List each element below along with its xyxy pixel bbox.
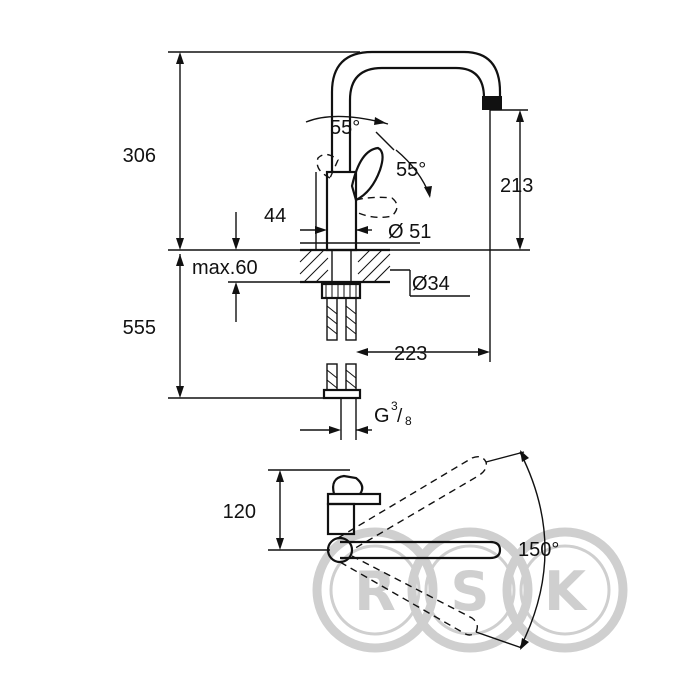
thread-denominator: 8 [405, 414, 412, 428]
dim-angle-left-55: 55° [330, 117, 360, 139]
watermark-letter-s: S [451, 560, 490, 623]
dim-top-width-120: 120 [223, 501, 256, 523]
thread-letter: G [374, 405, 390, 427]
faucet-top-view [268, 450, 546, 650]
watermark-letter-k: K [544, 560, 588, 623]
dim-body-width-44: 44 [264, 205, 286, 227]
dim-height-306: 306 [123, 145, 156, 167]
dim-max-60: max.60 [192, 257, 258, 279]
hoses [322, 297, 362, 400]
dim-thread-g38: G 3 / 8 [374, 399, 412, 428]
thread-numerator: 3 [391, 399, 398, 413]
dim-swivel-150: 150° [518, 539, 559, 561]
watermark-letter-r: R [354, 560, 396, 623]
dim-diameter-34: Ø34 [412, 273, 450, 295]
thread-slash: / [397, 406, 403, 427]
dim-angle-right-55: 55° [396, 159, 426, 181]
faucet-side-view [299, 50, 502, 440]
dim-hose-555: 555 [123, 317, 156, 339]
dimension-lines [168, 51, 530, 434]
dim-reach-223: 223 [394, 343, 427, 365]
dim-diameter-51: Ø 51 [388, 221, 431, 243]
dim-spout-height-213: 213 [500, 175, 533, 197]
rsk-watermark: R S K [312, 527, 628, 653]
